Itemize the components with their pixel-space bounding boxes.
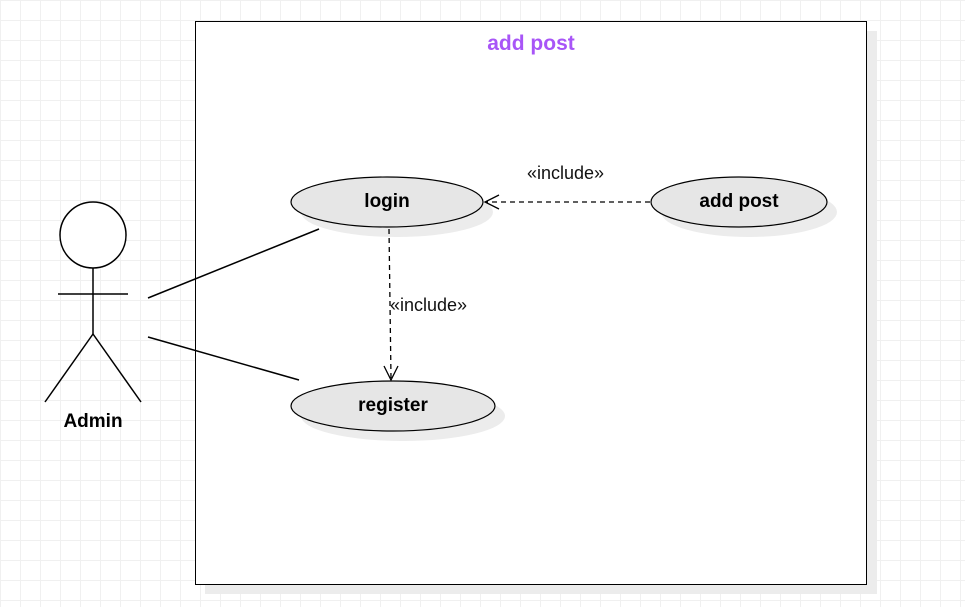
include-label-vertical: «include» [390, 295, 468, 315]
include-line-login-register [388, 228, 392, 379]
include-arrowhead-register [383, 365, 399, 382]
usecase-add-post[interactable] [650, 176, 828, 228]
usecase-login-label: login [364, 191, 410, 212]
system-title: add post [487, 32, 575, 55]
usecase-register[interactable] [290, 380, 496, 432]
association-admin-register[interactable] [147, 336, 300, 381]
actor-admin[interactable] [44, 201, 142, 403]
actor-right-leg [92, 333, 142, 403]
usecase-login[interactable] [290, 176, 484, 228]
actor-head [59, 201, 127, 269]
actor-name: Admin [63, 411, 123, 432]
include-label-top: «include» [527, 163, 605, 183]
usecase-register-label: register [358, 395, 428, 416]
usecase-add-post-label: add post [699, 191, 779, 212]
association-admin-login[interactable] [147, 228, 320, 299]
include-addpost-login[interactable] [483, 194, 650, 210]
system-boundary[interactable]: add post [195, 21, 867, 585]
include-arrowhead-login [483, 194, 500, 210]
actor-left-leg [44, 333, 94, 403]
include-login-register[interactable] [383, 228, 399, 382]
